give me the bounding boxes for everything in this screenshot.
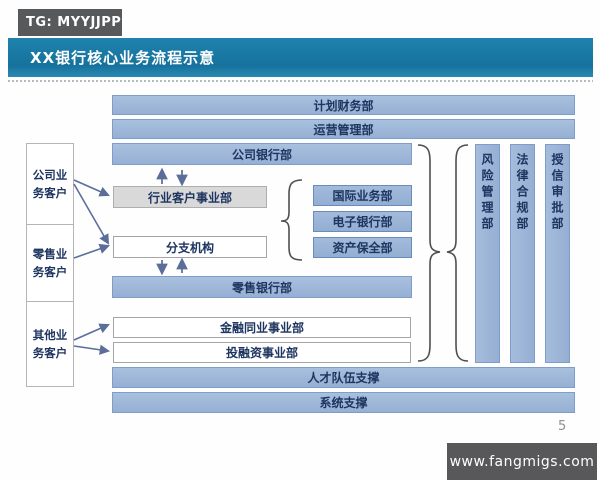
bar-system-support: 系统支撑 — [112, 392, 575, 413]
box-investment-financing-division: 投融资事业部 — [113, 342, 411, 363]
box-ebanking-label: 电子银行部 — [332, 215, 393, 229]
box-branch-institutions-label: 分支机构 — [165, 240, 214, 255]
arrow-corporate-to-branch — [73, 183, 110, 245]
bar-corporate-banking-label: 公司银行部 — [231, 147, 292, 162]
box-international-business-label: 国际业务部 — [332, 189, 393, 203]
box-financial-interbank-division: 金融同业事业部 — [113, 317, 411, 338]
arrow-corporate-to-industry — [73, 179, 110, 197]
vbar-credit-approval: 授信审批部 — [545, 144, 570, 363]
customer-segments-column: 公司业 务客户 零售业 务客户 其他业 务客户 — [26, 143, 74, 387]
box-industry-customer-division: 行业客户事业部 — [113, 186, 267, 208]
page-number: 5 — [558, 419, 567, 434]
vbar-credit-approval-label: 授信审批部 — [550, 153, 564, 233]
arrow-other-to-investment — [73, 344, 111, 355]
box-ebanking: 电子银行部 — [313, 211, 412, 232]
bar-retail-banking-label: 零售银行部 — [231, 280, 292, 295]
bar-operations-management-label: 运营管理部 — [313, 122, 374, 137]
arrow-retail-to-branch — [73, 243, 110, 259]
bar-retail-banking: 零售银行部 — [112, 276, 412, 298]
customer-retail-line1: 零售业 — [32, 246, 68, 261]
customer-corporate-line1: 公司业 — [32, 167, 68, 182]
bar-talent-support-label: 人才队伍支撑 — [307, 371, 380, 385]
customer-corporate: 公司业 务客户 — [27, 144, 73, 224]
customer-other-line1: 其他业 — [32, 327, 68, 342]
watermark-box: www.fangmigs.com — [447, 443, 597, 480]
slide-title: XX银行核心业务流程示意 — [30, 49, 216, 67]
box-financial-interbank-division-label: 金融同业事业部 — [219, 321, 304, 335]
bar-corporate-banking: 公司银行部 — [112, 143, 412, 165]
box-industry-customer-division-label: 行业客户事业部 — [147, 190, 232, 205]
corner-badge: TG: MYYJJPP — [18, 9, 122, 36]
brace-main-flow-right — [417, 144, 441, 362]
box-asset-preservation: 资产保全部 — [313, 237, 412, 258]
vbar-risk-management-label: 风险管理部 — [480, 153, 494, 233]
bar-talent-support: 人才队伍支撑 — [112, 367, 575, 388]
box-asset-preservation-label: 资产保全部 — [332, 241, 393, 255]
vbar-legal-compliance: 法律合规部 — [510, 144, 535, 363]
customer-corporate-line2: 务客户 — [32, 186, 68, 200]
brace-product-departments — [280, 179, 303, 261]
brace-control-departments-left — [446, 144, 469, 362]
vbar-risk-management: 风险管理部 — [475, 144, 500, 363]
customer-flow-arrows — [73, 179, 111, 355]
customer-retail: 零售业 务客户 — [27, 224, 73, 301]
customer-retail-line2: 务客户 — [32, 265, 68, 279]
bar-system-support-label: 系统支撑 — [319, 396, 368, 410]
box-international-business: 国际业务部 — [313, 185, 412, 206]
arrow-other-to-interbank — [73, 323, 110, 341]
watermark-text: www.fangmigs.com — [449, 453, 595, 470]
slide-title-bar: XX银行核心业务流程示意 — [8, 38, 593, 77]
customer-other-line2: 务客户 — [32, 346, 68, 360]
box-branch-institutions: 分支机构 — [113, 236, 267, 258]
bar-planning-finance-label: 计划财务部 — [313, 98, 374, 113]
bar-planning-finance: 计划财务部 — [112, 95, 575, 115]
title-divider-line — [8, 80, 593, 82]
bar-operations-management: 运营管理部 — [112, 119, 575, 139]
box-investment-financing-division-label: 投融资事业部 — [225, 346, 298, 360]
customer-other: 其他业 务客户 — [27, 301, 73, 386]
corner-badge-label: TG: MYYJJPP — [26, 15, 122, 30]
vbar-legal-compliance-label: 法律合规部 — [515, 153, 529, 233]
